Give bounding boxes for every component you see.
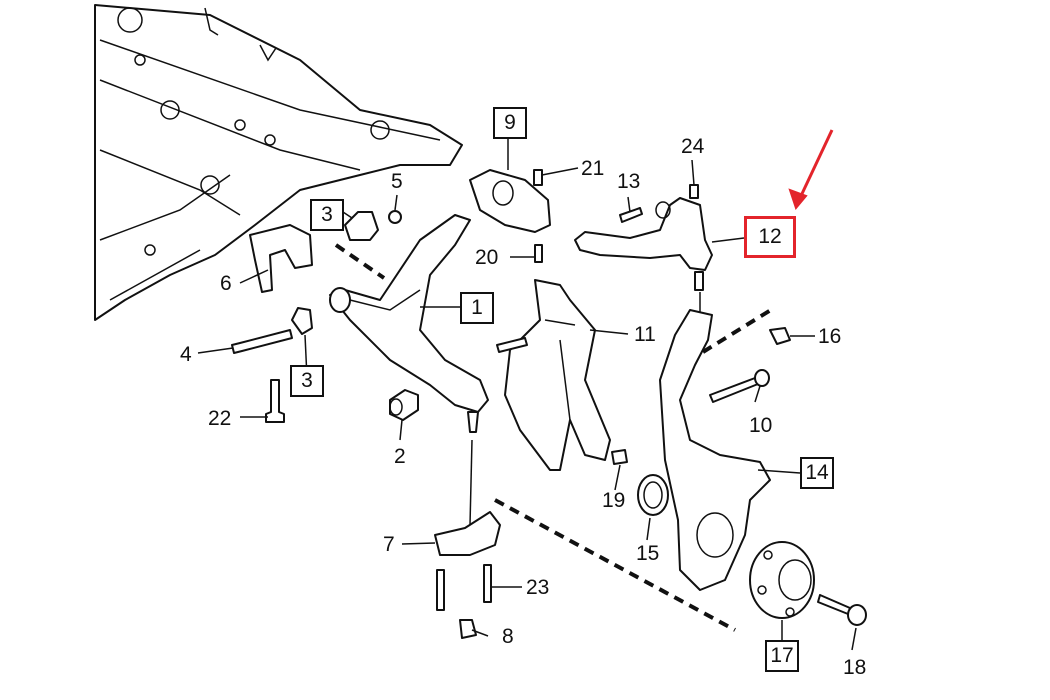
nut-16: [769, 327, 791, 345]
upper-control-arm: [574, 184, 713, 291]
bracket-7: [434, 511, 501, 639]
callout-21: 21: [581, 157, 605, 180]
callout-24: 24: [681, 135, 705, 158]
callout-19: 19: [602, 489, 626, 512]
bolt-18: [817, 594, 867, 626]
callout-16: 16: [818, 325, 842, 348]
callout-23: 23: [526, 576, 550, 599]
callout-1: 1: [460, 292, 494, 324]
bolts-left: [231, 329, 293, 423]
knuckle-11: [496, 279, 628, 471]
callout-8: 8: [502, 625, 514, 648]
callout-13: 13: [617, 170, 641, 193]
lower-control-arm: [329, 214, 489, 433]
bushing-3-lower: [291, 307, 313, 335]
callout-15: 15: [636, 542, 660, 565]
callout-3-lower: 3: [290, 365, 324, 397]
callout-9: 9: [493, 107, 527, 139]
hub-17: [749, 541, 815, 619]
red-arrow-icon: [788, 129, 834, 211]
callout-18: 18: [843, 656, 867, 679]
callout-22: 22: [208, 407, 232, 430]
bushing-3-upper: [344, 210, 402, 241]
seal-15: [637, 474, 669, 516]
subframe: [94, 4, 463, 321]
bushing-2: [389, 389, 419, 421]
callout-3-upper: 3: [310, 199, 344, 231]
bolt-10: [709, 369, 770, 403]
callout-20: 20: [475, 246, 499, 269]
callout-17: 17: [765, 640, 799, 672]
knuckle-14: [659, 309, 771, 591]
callout-2: 2: [394, 445, 406, 468]
callout-12-highlighted: 12: [744, 216, 796, 258]
bracket-9: [469, 169, 551, 263]
callout-4: 4: [180, 343, 192, 366]
bracket-6: [249, 224, 313, 293]
callout-7: 7: [383, 533, 395, 556]
callout-14: 14: [800, 457, 834, 489]
callout-6: 6: [220, 272, 232, 295]
callout-11: 11: [634, 323, 656, 346]
callout-5: 5: [391, 170, 403, 193]
callout-10: 10: [749, 414, 773, 437]
